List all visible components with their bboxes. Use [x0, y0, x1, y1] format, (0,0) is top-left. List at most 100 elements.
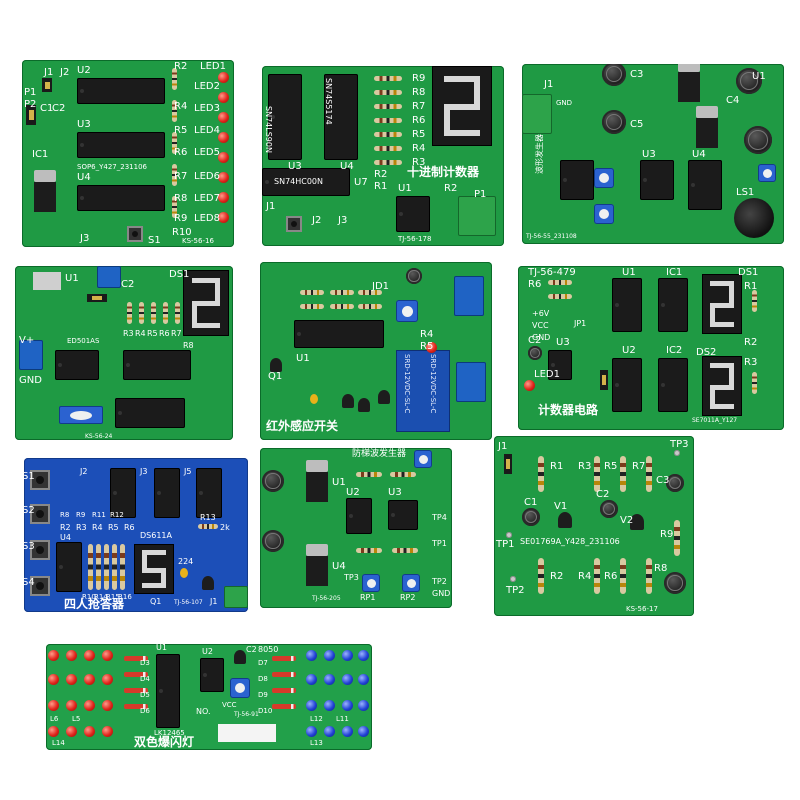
board-label: SN74LS90N [264, 106, 273, 153]
red-led [66, 674, 77, 685]
test-point [510, 576, 516, 582]
red-led [48, 726, 59, 737]
resistor [390, 472, 416, 477]
ic-chip [56, 542, 82, 592]
resistor [330, 304, 354, 309]
potentiometer [362, 574, 380, 592]
electrolytic-capacitor [600, 500, 618, 518]
board-label: V+ [19, 335, 35, 346]
board-label: R7 [174, 171, 188, 182]
ic-chip [262, 168, 350, 196]
board-label: R1 [744, 281, 758, 292]
board-label: U2 [346, 487, 360, 498]
board-label: 波形发生器 [535, 134, 544, 174]
board-transistor-circuit: J1 R1 R3 R5 R7 TP3 C3 C1 C2 V1 V2 TP1 SE… [494, 436, 694, 616]
potentiometer [414, 450, 432, 468]
board-label: LED4 [194, 125, 220, 136]
board-label: R5 [108, 523, 119, 532]
board-label: R9 [76, 511, 86, 519]
board-label: U4 [332, 561, 346, 572]
ic-chip [77, 185, 165, 211]
board-label: R5 [420, 341, 434, 352]
diode [124, 672, 148, 677]
board-label: 8050 [258, 645, 279, 654]
board-label: TP4 [432, 513, 447, 522]
board-label: D10 [258, 707, 273, 715]
screw-terminal [19, 340, 43, 370]
board-label: R14 [94, 593, 108, 601]
board-label: J1 [44, 67, 54, 78]
board-label: TP2 [506, 585, 525, 596]
resistor [172, 196, 177, 218]
board-label: U3 [556, 337, 570, 348]
board-label: R13 [200, 513, 216, 522]
red-led [102, 726, 113, 737]
board-label: U2 [77, 65, 91, 76]
board-label: U1 [752, 71, 766, 82]
board-label: R9 [174, 213, 188, 224]
board-label: D9 [258, 691, 268, 699]
board-label: TJ-56-178 [398, 235, 432, 243]
resistor [358, 290, 382, 295]
board-label: D8 [258, 675, 268, 683]
screw-terminal [522, 94, 552, 134]
board-label: TP3 [670, 439, 689, 450]
screw-terminal [456, 362, 486, 402]
blue-led [324, 726, 335, 737]
red-led [102, 650, 113, 661]
potentiometer [594, 168, 614, 188]
board-label: R8 [412, 87, 426, 98]
pin-header [42, 78, 52, 92]
resistor [172, 100, 177, 122]
ic-chip [154, 468, 180, 518]
electrolytic-capacitor [736, 68, 762, 94]
board-label: DS2 [696, 347, 717, 358]
diode [272, 704, 296, 709]
board-label: D7 [258, 659, 268, 667]
blue-led [306, 726, 317, 737]
resistor [594, 558, 600, 594]
board-label: C1 [524, 497, 538, 508]
board-label: VCC [532, 321, 549, 330]
board-label: R3 [744, 357, 758, 368]
resistor [120, 544, 125, 590]
resistor [392, 548, 418, 553]
board-decade-counter: SN74LS90N SN74S5174 SN74HC00N R9 R8 R7 R… [262, 66, 504, 246]
red-led [48, 674, 59, 685]
board-label: LED3 [194, 103, 220, 114]
board-label: LED7 [194, 193, 220, 204]
ic-chip [200, 658, 224, 692]
board-label: SOP6_Y427_231106 [77, 163, 147, 171]
board-label: R2 [550, 571, 564, 582]
board-label: IC1 [666, 267, 683, 278]
transistor [202, 576, 214, 590]
board-label: Q1 [268, 371, 283, 382]
board-title: 双色爆闪灯 [134, 735, 195, 749]
board-label: TP3 [344, 573, 359, 582]
board-title: 红外感应开关 [266, 419, 339, 433]
red-led [102, 674, 113, 685]
board-sawtooth-generator: 防梯波发生器 U1 U2 U3 U4 TP2 TP1 GND TP3 TP4 R… [260, 448, 452, 608]
board-label: SN74HC00N [274, 177, 324, 186]
seven-segment-display [432, 66, 492, 146]
board-label: S4 [24, 577, 35, 588]
board-label: J1 [498, 441, 508, 452]
resistor [356, 472, 382, 477]
board-label: TP2 [432, 577, 447, 586]
board-label: R3 [578, 461, 592, 472]
resistor [358, 304, 382, 309]
board-label: ED501AS [67, 337, 100, 345]
potentiometer [402, 574, 420, 592]
resistor [300, 290, 324, 295]
board-label: GND [556, 99, 573, 107]
board-label: J2 [80, 467, 88, 476]
board-label: R2 [174, 61, 188, 72]
seven-segment-display [134, 544, 174, 594]
board-label: R6 [604, 571, 618, 582]
board-label: Q1 [150, 597, 162, 606]
ic-chip [560, 160, 594, 200]
push-button [30, 504, 50, 524]
electrolytic-capacitor [664, 572, 686, 594]
ceramic-capacitor [310, 394, 318, 404]
board-label: R2 [444, 183, 458, 194]
